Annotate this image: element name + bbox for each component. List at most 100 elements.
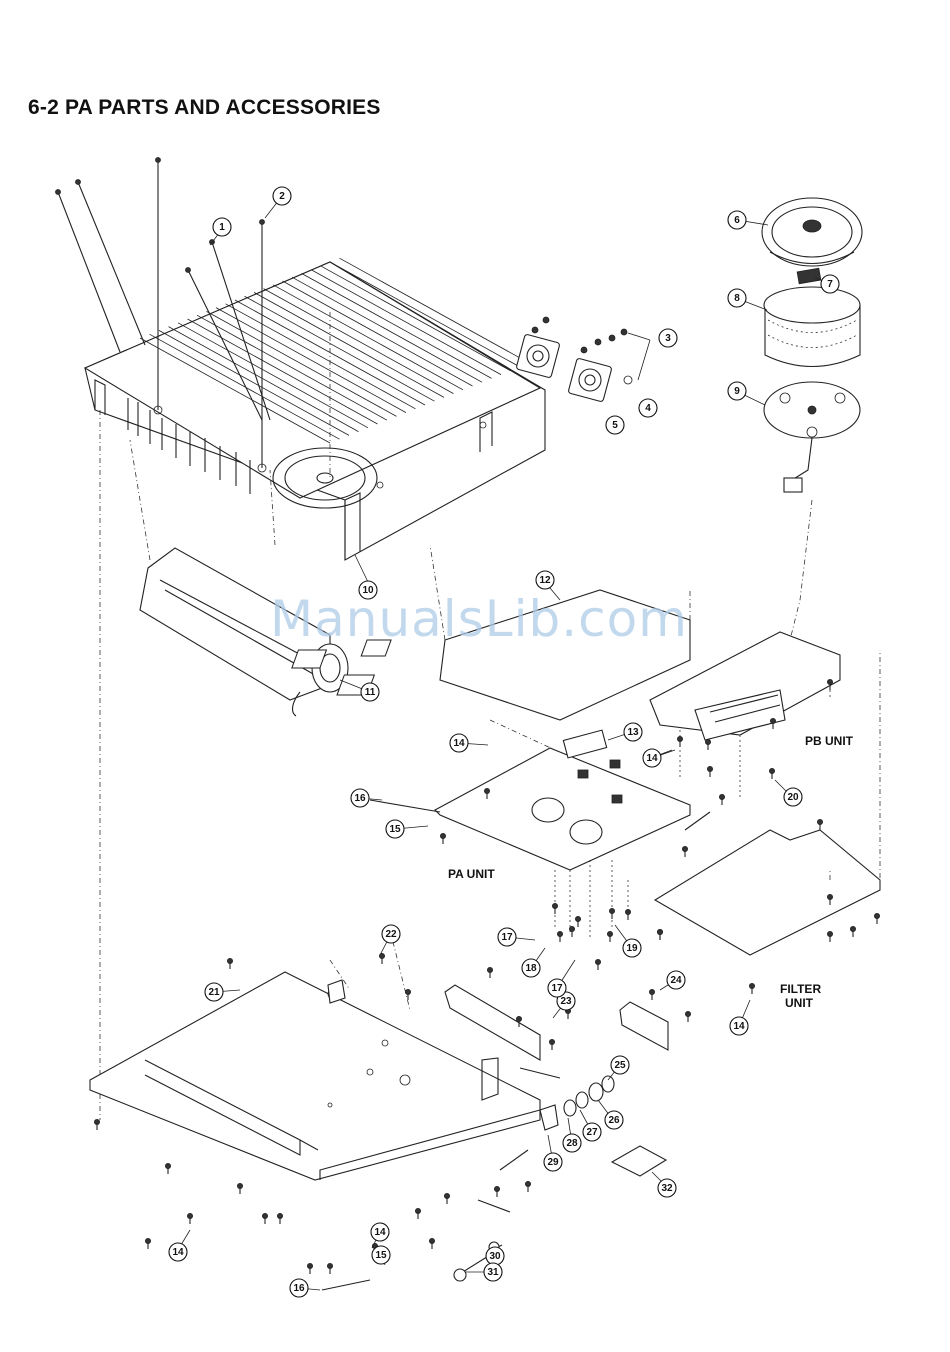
svg-text:9: 9 bbox=[734, 386, 740, 397]
screw-head bbox=[685, 1011, 690, 1016]
screw-head bbox=[657, 929, 662, 934]
callout-7: 7 bbox=[821, 275, 839, 293]
loose-screws bbox=[94, 679, 879, 1274]
svg-text:14: 14 bbox=[172, 1247, 184, 1258]
screw-head bbox=[850, 926, 855, 931]
svg-text:13: 13 bbox=[627, 727, 639, 738]
screw-head bbox=[707, 766, 712, 771]
screw-head bbox=[165, 1163, 170, 1168]
screw-head bbox=[677, 736, 682, 741]
callout-14: 14 bbox=[169, 1243, 187, 1261]
filter-unit-label-line2: UNIT bbox=[785, 996, 814, 1010]
callout-26: 26 bbox=[605, 1111, 623, 1129]
svg-text:29: 29 bbox=[547, 1157, 559, 1168]
speaker-assembly bbox=[762, 198, 862, 640]
screw-head bbox=[487, 967, 492, 972]
callout-16: 16 bbox=[290, 1279, 308, 1297]
callout-1: 1 bbox=[213, 218, 231, 236]
svg-text:15: 15 bbox=[389, 824, 401, 835]
callout-15: 15 bbox=[372, 1246, 390, 1264]
callout-14: 14 bbox=[730, 1017, 748, 1035]
screw-head bbox=[525, 1181, 530, 1186]
screw-head bbox=[569, 926, 574, 931]
svg-text:11: 11 bbox=[365, 687, 376, 698]
callout-17: 17 bbox=[548, 979, 566, 997]
bottom-chassis bbox=[0, 930, 540, 1180]
svg-text:16: 16 bbox=[354, 793, 366, 804]
callout-22: 22 bbox=[382, 925, 400, 943]
screw-head bbox=[327, 1263, 332, 1268]
svg-text:23: 23 bbox=[560, 996, 572, 1007]
svg-text:3: 3 bbox=[665, 333, 671, 344]
screw-head bbox=[769, 768, 774, 773]
screw-head bbox=[415, 1208, 420, 1213]
heatsink-chassis bbox=[85, 258, 545, 560]
svg-text:1: 1 bbox=[219, 222, 225, 233]
svg-text:28: 28 bbox=[566, 1138, 578, 1149]
pb-unit-label: PB UNIT bbox=[805, 734, 854, 748]
svg-text:12: 12 bbox=[539, 575, 551, 586]
screw-head bbox=[429, 1238, 434, 1243]
callout-14: 14 bbox=[371, 1223, 389, 1241]
screw-head bbox=[874, 913, 879, 918]
callout-13: 13 bbox=[624, 723, 642, 741]
svg-text:24: 24 bbox=[670, 975, 682, 986]
screw-head bbox=[440, 833, 445, 838]
screw-head bbox=[607, 931, 612, 936]
screw-head bbox=[705, 739, 710, 744]
screw-head bbox=[649, 989, 654, 994]
callout-2: 2 bbox=[273, 187, 291, 205]
callout-16: 16 bbox=[351, 789, 369, 807]
callout-24: 24 bbox=[667, 971, 685, 989]
screw-head bbox=[552, 903, 557, 908]
callout-11: 11 bbox=[361, 683, 379, 701]
screw-head bbox=[549, 1039, 554, 1044]
callout-20: 20 bbox=[784, 788, 802, 806]
screw-head bbox=[682, 846, 687, 851]
screw-head bbox=[94, 1119, 99, 1124]
callout-18: 18 bbox=[522, 959, 540, 977]
svg-text:5: 5 bbox=[612, 420, 618, 431]
callout-3: 3 bbox=[659, 329, 677, 347]
screw-head bbox=[262, 1213, 267, 1218]
svg-text:25: 25 bbox=[614, 1060, 626, 1071]
svg-text:6: 6 bbox=[734, 215, 740, 226]
svg-text:21: 21 bbox=[208, 987, 220, 998]
callout-6: 6 bbox=[728, 211, 746, 229]
screw-head bbox=[625, 909, 630, 914]
screw-head bbox=[227, 958, 232, 963]
svg-text:19: 19 bbox=[626, 943, 638, 954]
callout-21: 21 bbox=[205, 983, 223, 1001]
svg-text:2: 2 bbox=[279, 191, 285, 202]
callout-4: 4 bbox=[639, 399, 657, 417]
svg-text:17: 17 bbox=[501, 932, 513, 943]
callout-32: 32 bbox=[658, 1179, 676, 1197]
callout-5: 5 bbox=[606, 416, 624, 434]
screw-head bbox=[595, 959, 600, 964]
svg-text:22: 22 bbox=[385, 929, 397, 940]
screw-head bbox=[405, 989, 410, 994]
filter-unit-label-line1: FILTER bbox=[780, 982, 821, 996]
svg-text:26: 26 bbox=[608, 1115, 620, 1126]
svg-text:32: 32 bbox=[661, 1183, 673, 1194]
screw-head bbox=[575, 916, 580, 921]
screw-head bbox=[516, 1016, 521, 1021]
callout-14: 14 bbox=[643, 749, 661, 767]
svg-text:15: 15 bbox=[375, 1250, 387, 1261]
svg-text:16: 16 bbox=[293, 1283, 305, 1294]
svg-text:14: 14 bbox=[733, 1021, 745, 1032]
callout-9: 9 bbox=[728, 382, 746, 400]
svg-text:7: 7 bbox=[827, 279, 833, 290]
screw-head bbox=[749, 983, 754, 988]
screw-head bbox=[307, 1263, 312, 1268]
callout-27: 27 bbox=[583, 1123, 601, 1141]
callout-31: 31 bbox=[484, 1263, 502, 1281]
screw-head bbox=[444, 1193, 449, 1198]
screw-head bbox=[827, 679, 832, 684]
svg-text:20: 20 bbox=[787, 792, 799, 803]
svg-text:4: 4 bbox=[645, 403, 651, 414]
callout-25: 25 bbox=[611, 1056, 629, 1074]
screw-head bbox=[145, 1238, 150, 1243]
svg-text:14: 14 bbox=[374, 1227, 386, 1238]
